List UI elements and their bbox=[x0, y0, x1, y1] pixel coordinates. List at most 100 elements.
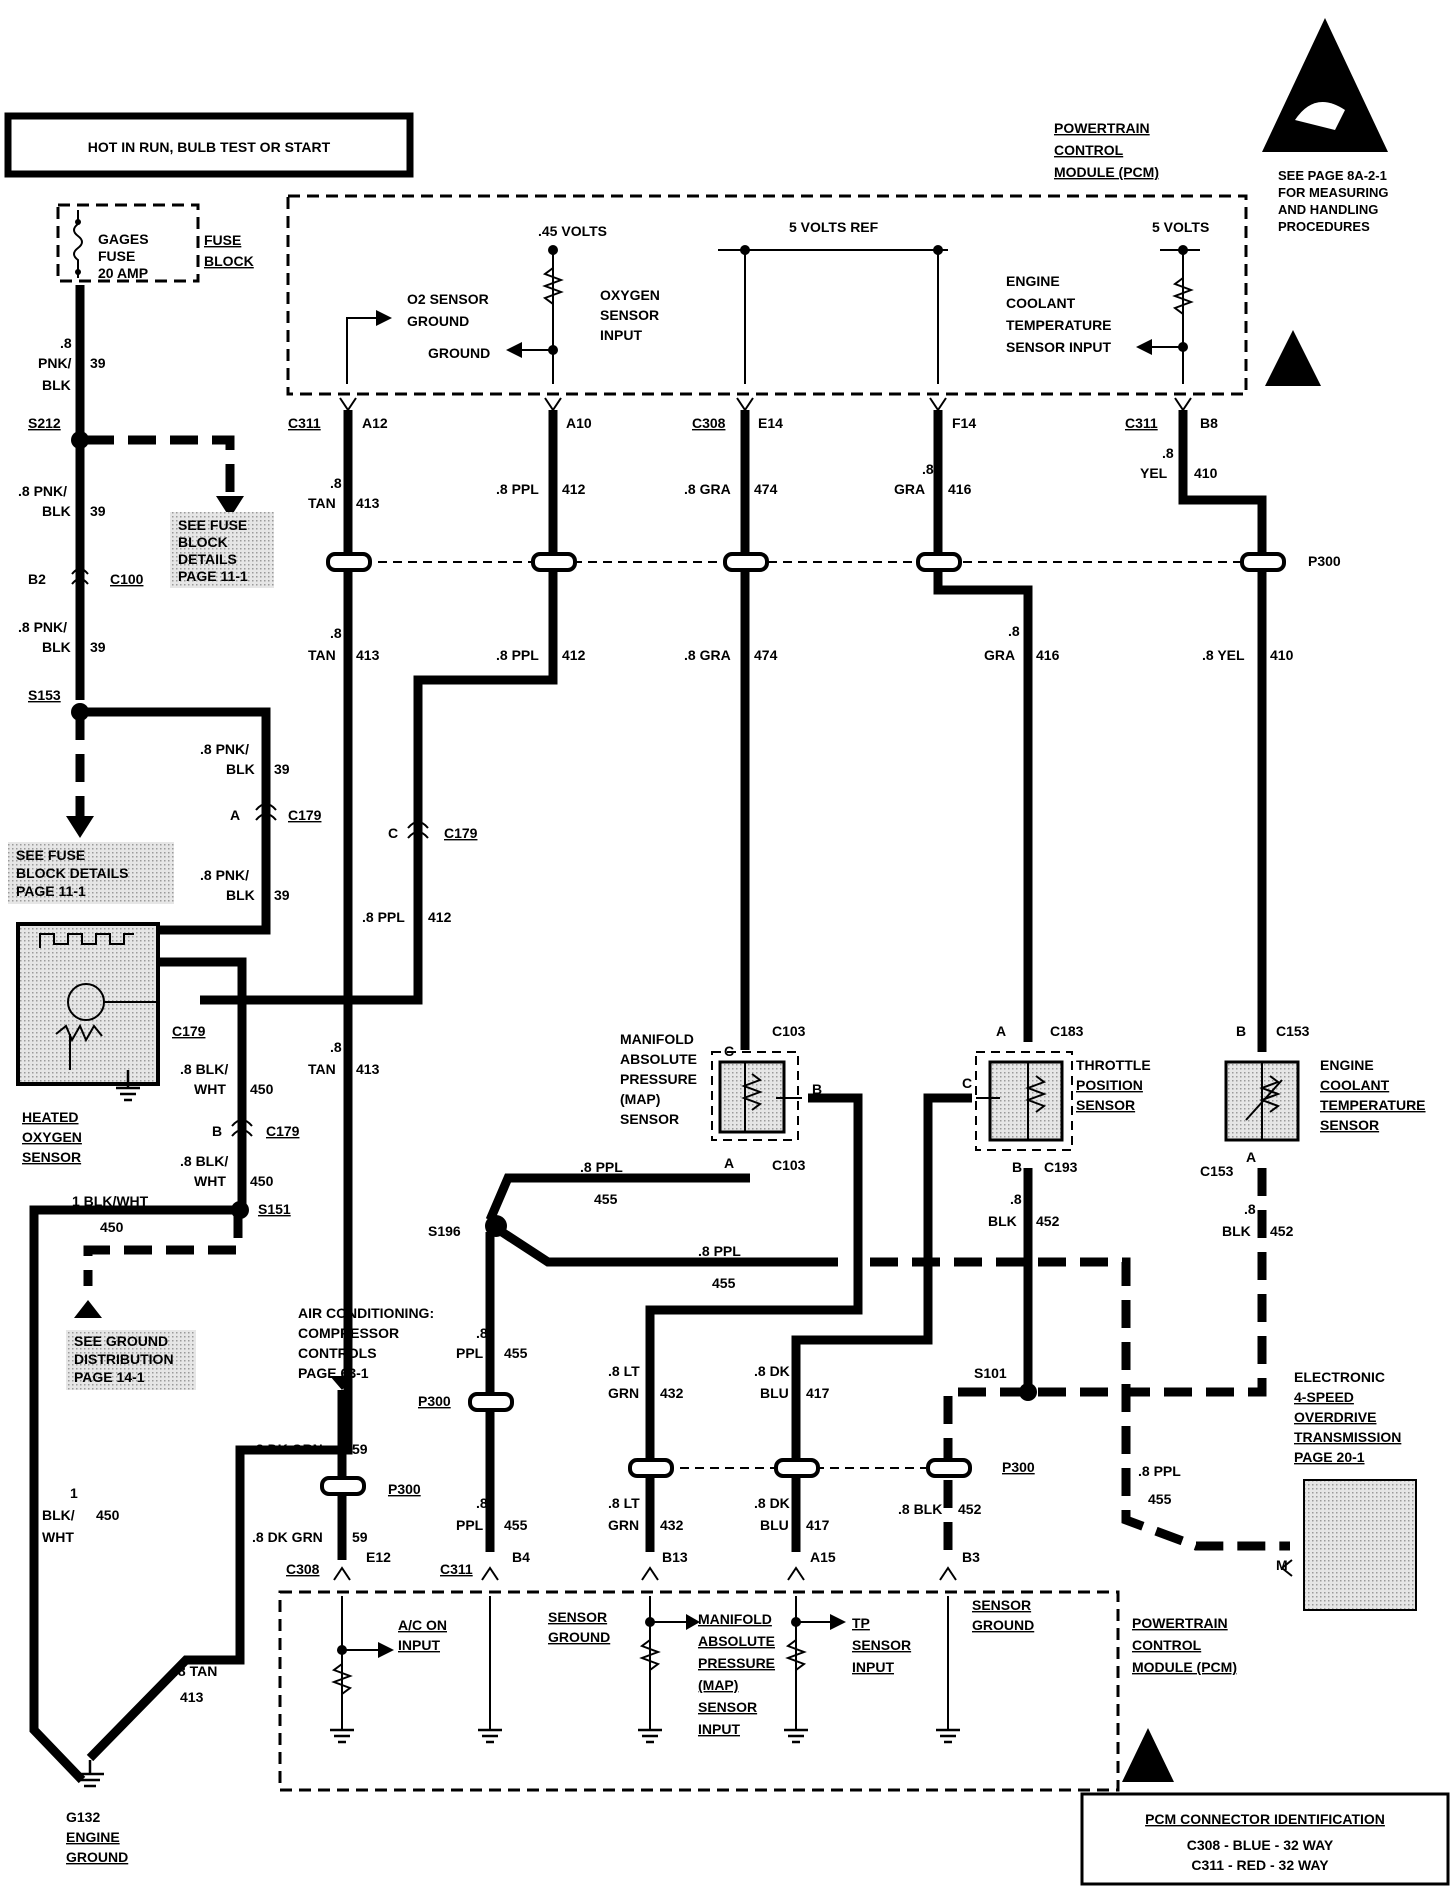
svg-text:417: 417 bbox=[806, 1385, 830, 1401]
svg-text:BLK: BLK bbox=[42, 639, 71, 655]
svg-text:GRN: GRN bbox=[608, 1385, 639, 1401]
svg-text:.8 BLK: .8 BLK bbox=[898, 1501, 942, 1517]
svg-text:C183: C183 bbox=[1050, 1023, 1084, 1039]
svg-text:SEE FUSE: SEE FUSE bbox=[178, 517, 247, 533]
svg-text:COMPRESSOR: COMPRESSOR bbox=[298, 1325, 399, 1341]
svg-text:.8 BLK/: .8 BLK/ bbox=[180, 1153, 228, 1169]
svg-text:.8 DK GRN: .8 DK GRN bbox=[252, 1529, 323, 1545]
svg-text:S153: S153 bbox=[28, 687, 61, 703]
pcm-bottom-module: A/C ON INPUT SENSOR GROUND MANIFOLD ABSO… bbox=[278, 1590, 1237, 1792]
svg-text:S196: S196 bbox=[428, 1223, 461, 1239]
svg-text:.8 PPL: .8 PPL bbox=[362, 909, 405, 925]
svg-text:PRESSURE: PRESSURE bbox=[620, 1071, 697, 1087]
svg-text:GRA: GRA bbox=[894, 481, 925, 497]
svg-text:412: 412 bbox=[428, 909, 452, 925]
svg-text:B4: B4 bbox=[512, 1549, 530, 1565]
svg-text:C179: C179 bbox=[266, 1123, 300, 1139]
svg-text:SENSOR: SENSOR bbox=[22, 1149, 81, 1165]
svg-text:DISTRIBUTION: DISTRIBUTION bbox=[74, 1351, 174, 1367]
svg-text:GROUND: GROUND bbox=[548, 1629, 610, 1645]
svg-text:TAN: TAN bbox=[308, 647, 336, 663]
svg-text:455: 455 bbox=[504, 1517, 528, 1533]
svg-text:.45 VOLTS: .45 VOLTS bbox=[538, 223, 607, 239]
svg-text:C103: C103 bbox=[772, 1023, 806, 1039]
svg-text:.8 PPL: .8 PPL bbox=[496, 481, 539, 497]
svg-text:ENGINE: ENGINE bbox=[1320, 1057, 1374, 1073]
svg-text:BLK: BLK bbox=[226, 887, 255, 903]
svg-text:.8 GRA: .8 GRA bbox=[684, 481, 731, 497]
svg-text:.8: .8 bbox=[60, 335, 72, 351]
svg-text:C103: C103 bbox=[772, 1157, 806, 1173]
fuse-ref-box-1: SEE FUSE BLOCK DETAILS PAGE 11-1 bbox=[170, 512, 274, 588]
svg-text:BLU: BLU bbox=[760, 1517, 789, 1533]
svg-text:A10: A10 bbox=[566, 415, 592, 431]
svg-text:PNK/: PNK/ bbox=[38, 355, 72, 371]
svg-text:416: 416 bbox=[1036, 647, 1060, 663]
svg-text:.8 PNK/: .8 PNK/ bbox=[18, 483, 67, 499]
svg-text:INPUT: INPUT bbox=[600, 327, 642, 343]
svg-text:THROTTLE: THROTTLE bbox=[1076, 1057, 1151, 1073]
svg-text:474: 474 bbox=[754, 647, 778, 663]
gages-fuse: GAGES FUSE 20 AMP FUSE BLOCK bbox=[56, 203, 254, 283]
engine-ground: G132 ENGINE GROUND bbox=[66, 1760, 128, 1865]
svg-text:474: 474 bbox=[754, 481, 778, 497]
svg-text:.8 GRA: .8 GRA bbox=[684, 647, 731, 663]
svg-text:39: 39 bbox=[90, 355, 106, 371]
svg-text:.8: .8 bbox=[330, 1039, 342, 1055]
svg-text:C311 - RED - 32 WAY: C311 - RED - 32 WAY bbox=[1191, 1857, 1329, 1873]
svg-text:C193: C193 bbox=[1044, 1159, 1078, 1175]
svg-text:39: 39 bbox=[90, 503, 106, 519]
pcm-connector-id-box: PCM CONNECTOR IDENTIFICATION C308 - BLUE… bbox=[1080, 1792, 1450, 1886]
svg-text:P300: P300 bbox=[418, 1393, 451, 1409]
svg-text:59: 59 bbox=[352, 1441, 368, 1457]
svg-text:C: C bbox=[388, 825, 398, 841]
svg-text:450: 450 bbox=[250, 1081, 274, 1097]
svg-text:39: 39 bbox=[274, 887, 290, 903]
svg-text:.8: .8 bbox=[1162, 445, 1174, 461]
svg-text:SENSOR: SENSOR bbox=[600, 307, 659, 323]
svg-text:.8 DK: .8 DK bbox=[754, 1495, 790, 1511]
ground-ref-box: SEE GROUND DISTRIBUTION PAGE 14-1 bbox=[66, 1330, 196, 1390]
svg-text:BLOCK: BLOCK bbox=[204, 253, 254, 269]
svg-text:450: 450 bbox=[100, 1219, 124, 1235]
svg-text:(MAP): (MAP) bbox=[698, 1677, 738, 1693]
svg-text:SENSOR: SENSOR bbox=[852, 1637, 911, 1653]
svg-text:CONTROLS: CONTROLS bbox=[298, 1345, 377, 1361]
svg-text:A: A bbox=[230, 807, 240, 823]
svg-text:C179: C179 bbox=[444, 825, 478, 841]
svg-text:ELECTRONIC: ELECTRONIC bbox=[1294, 1369, 1385, 1385]
svg-text:BLK: BLK bbox=[226, 761, 255, 777]
svg-text:BLOCK: BLOCK bbox=[178, 534, 228, 550]
svg-text:CONTROL: CONTROL bbox=[1132, 1637, 1202, 1653]
svg-text:DETAILS: DETAILS bbox=[178, 551, 237, 567]
svg-text:BLOCK DETAILS: BLOCK DETAILS bbox=[16, 865, 129, 881]
svg-text:F14: F14 bbox=[952, 415, 976, 431]
svg-text:SENSOR: SENSOR bbox=[1320, 1117, 1379, 1133]
svg-text:5 VOLTS REF: 5 VOLTS REF bbox=[789, 219, 879, 235]
svg-text:MODULE (PCM): MODULE (PCM) bbox=[1054, 164, 1159, 180]
svg-text:450: 450 bbox=[250, 1173, 274, 1189]
svg-text:SENSOR: SENSOR bbox=[548, 1609, 607, 1625]
svg-text:AIR CONDITIONING:: AIR CONDITIONING: bbox=[298, 1305, 434, 1321]
svg-text:.8: .8 bbox=[1010, 1191, 1022, 1207]
svg-text:B: B bbox=[1236, 1023, 1246, 1039]
svg-text:FUSE: FUSE bbox=[204, 232, 241, 248]
svg-text:.8 PNK/: .8 PNK/ bbox=[200, 741, 249, 757]
svg-text:GROUND: GROUND bbox=[972, 1617, 1034, 1633]
svg-text:SENSOR INPUT: SENSOR INPUT bbox=[1006, 339, 1111, 355]
svg-text:.8: .8 bbox=[1008, 623, 1020, 639]
svg-text:A: A bbox=[996, 1023, 1006, 1039]
svg-text:GRN: GRN bbox=[608, 1517, 639, 1533]
svg-text:A/C ON: A/C ON bbox=[398, 1617, 447, 1633]
svg-text:BLK: BLK bbox=[42, 377, 71, 393]
svg-text:.8 PPL: .8 PPL bbox=[1138, 1463, 1181, 1479]
svg-text:P300: P300 bbox=[388, 1481, 421, 1497]
svg-text:B: B bbox=[812, 1081, 822, 1097]
svg-text:POWERTRAIN: POWERTRAIN bbox=[1054, 120, 1150, 136]
svg-text:C179: C179 bbox=[288, 807, 322, 823]
svg-text:TAN: TAN bbox=[308, 495, 336, 511]
svg-text:ABSOLUTE: ABSOLUTE bbox=[698, 1633, 775, 1649]
svg-text:BLK/: BLK/ bbox=[42, 1507, 75, 1523]
svg-text:412: 412 bbox=[562, 647, 586, 663]
